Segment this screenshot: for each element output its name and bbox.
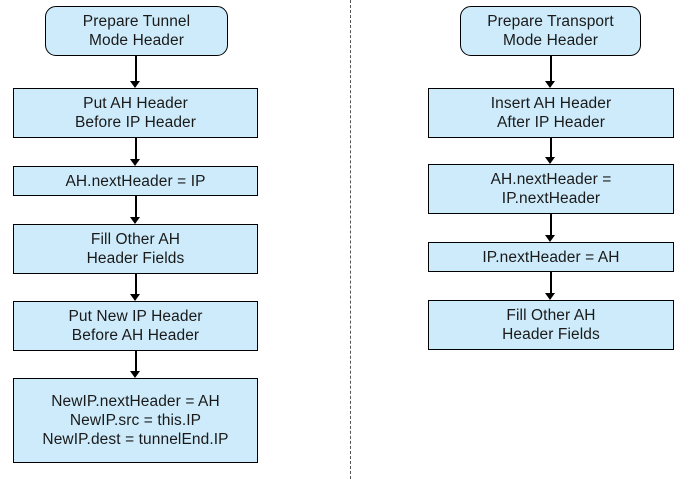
flow-node-label: Header Fields — [86, 250, 185, 267]
arrow-head-icon — [130, 81, 140, 88]
flow-node-label: Header Fields — [502, 326, 600, 343]
flow-arrow — [544, 272, 558, 300]
flow-node-label: Put New IP Header — [68, 308, 203, 325]
flow-arrow — [544, 214, 558, 242]
arrow-stem — [135, 274, 137, 295]
flow-node-tunnel-fill-other-ah[interactable]: Fill Other AH Header Fields — [13, 224, 258, 274]
flow-node-label: Fill Other AH — [90, 231, 181, 248]
flow-node-transport-ah-nextheader[interactable]: AH.nextHeader = IP.nextHeader — [428, 164, 674, 214]
flow-node-label: Fill Other AH — [506, 307, 596, 324]
arrow-head-icon — [545, 157, 555, 164]
flow-node-label: Before IP Header — [74, 114, 197, 131]
arrow-stem — [135, 56, 137, 82]
flow-node-label: Prepare Tunnel — [82, 13, 191, 30]
flow-node-label: IP.nextHeader = AH — [482, 248, 620, 266]
flow-node-label: AH.nextHeader = IP — [65, 172, 206, 190]
arrow-head-icon — [130, 371, 140, 378]
flow-arrow — [544, 56, 558, 88]
arrow-stem — [135, 351, 137, 372]
flow-node-label: AH.nextHeader = — [490, 171, 612, 188]
arrow-head-icon — [545, 293, 555, 300]
column-divider — [350, 0, 351, 479]
arrow-head-icon — [545, 235, 555, 242]
flow-arrow — [129, 56, 143, 88]
arrow-stem — [550, 272, 552, 294]
flow-node-label: NewIP.src = this.IP — [69, 412, 202, 429]
arrow-stem — [550, 56, 552, 82]
arrow-stem — [550, 214, 552, 236]
arrow-stem — [135, 196, 137, 218]
flow-node-tunnel-ah-nextheader[interactable]: AH.nextHeader = IP — [13, 166, 258, 196]
flow-node-label: Mode Header — [88, 32, 185, 49]
arrow-head-icon — [130, 294, 140, 301]
flow-node-label: IP.nextHeader — [501, 190, 601, 207]
flow-arrow — [544, 138, 558, 164]
flow-node-label: Before AH Header — [71, 327, 200, 344]
arrow-head-icon — [130, 217, 140, 224]
flow-node-label: Mode Header — [502, 32, 599, 49]
flow-node-label: Prepare Transport — [487, 13, 614, 30]
arrow-stem — [135, 138, 137, 160]
flow-node-label: Put AH Header — [83, 95, 188, 112]
arrow-head-icon — [545, 81, 555, 88]
flow-node-label: Insert AH Header — [490, 95, 612, 112]
flow-node-transport-fill-other-ah[interactable]: Fill Other AH Header Fields — [428, 300, 674, 350]
flow-node-label: NewIP.nextHeader = AH — [51, 393, 220, 410]
arrow-stem — [550, 138, 552, 158]
flow-arrow — [129, 274, 143, 301]
flow-arrow — [129, 138, 143, 166]
flow-arrow — [129, 196, 143, 224]
flow-node-label: NewIP.dest = tunnelEnd.IP — [42, 431, 229, 448]
flow-node-transport-ip-nextheader[interactable]: IP.nextHeader = AH — [428, 242, 674, 272]
flow-arrow — [129, 351, 143, 378]
arrow-head-icon — [130, 159, 140, 166]
flow-node-tunnel-newip-fields[interactable]: NewIP.nextHeader = AH NewIP.src = this.IP… — [13, 378, 258, 463]
flow-node-label: After IP Header — [496, 114, 606, 131]
